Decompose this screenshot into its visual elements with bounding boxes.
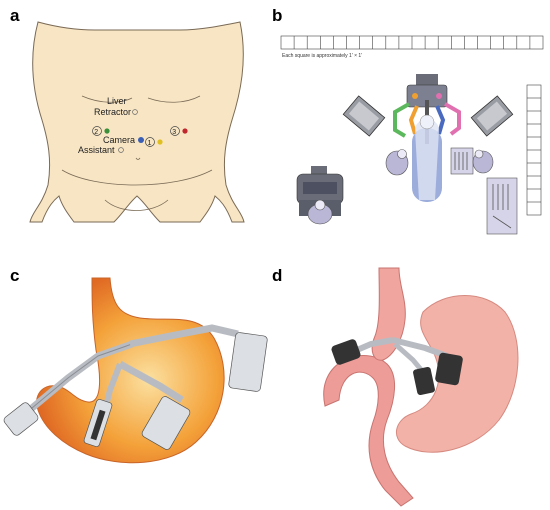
assistant-figure — [385, 149, 409, 176]
instrument-table — [450, 147, 474, 175]
left-monitor — [342, 95, 386, 137]
torso-diagram: Liver Retractor 2 Camera 1 3 Assistant — [29, 21, 245, 223]
navel — [135, 157, 141, 160]
robotic-arm-d-right — [392, 337, 463, 386]
groin-line — [104, 199, 169, 211]
robotic-arm-left — [3, 340, 134, 436]
patient-cart-robot — [393, 74, 461, 144]
chest-fold — [81, 95, 133, 103]
panel-label-a: a — [10, 6, 20, 25]
port-1-circle — [145, 137, 155, 147]
or-layout-diagram: Each square is approximately 1' × 1' — [280, 35, 544, 235]
panel-b-room-layout: Each square is approximately 1' × 1' — [275, 0, 550, 260]
right-monitor — [470, 95, 514, 137]
retractor-label: Retractor — [94, 107, 131, 117]
panel-label-d: d — [272, 266, 283, 285]
scrub-nurse-figure — [472, 149, 494, 174]
scale-caption: Each square is approximately 1' × 1' — [282, 53, 362, 59]
scale-grid-vertical — [526, 84, 542, 216]
liver-label: Liver — [107, 96, 127, 106]
camera-port-dot — [138, 137, 144, 143]
robotic-arm-bottom — [118, 360, 191, 450]
camera-label: Camera — [103, 135, 135, 145]
robotic-arm-d-left — [331, 337, 394, 365]
operating-table-with-patient — [412, 114, 442, 202]
belly-fold — [61, 169, 213, 186]
chest-fold-right — [147, 95, 201, 103]
port-3-dot — [182, 128, 188, 134]
stomach-illustration-c — [3, 277, 268, 464]
panel-d-bypass-robotic — [275, 260, 550, 510]
panel-c-stomach-robotic — [0, 260, 275, 510]
port-2-dot — [104, 128, 110, 134]
assistant-label: Assistant — [78, 145, 115, 155]
back-instrument-table — [486, 177, 518, 235]
scale-grid-horizontal — [280, 35, 544, 50]
assistant-port-dot — [118, 147, 124, 153]
surgeon-console — [296, 166, 344, 225]
port-1-number: 1 — [148, 140, 152, 147]
port-2-circle — [92, 126, 102, 136]
retractor-port-dot — [132, 109, 138, 115]
panel-label-b: b — [272, 6, 283, 25]
panel-label-c: c — [10, 266, 20, 285]
gastric-pouch — [371, 267, 406, 361]
robotic-arm-d-bottom — [393, 342, 435, 396]
robotic-arm-center — [83, 362, 123, 447]
port-1-dot — [157, 139, 163, 145]
stomach-illustration-d — [323, 267, 519, 507]
panel-a-port-placement: Liver Retractor 2 Camera 1 3 Assistant — [0, 0, 275, 260]
port-3-circle — [170, 126, 180, 136]
robotic-arm-right — [129, 324, 268, 392]
torso-body — [29, 21, 245, 223]
port-3-number: 3 — [172, 129, 176, 136]
port-2-number: 2 — [94, 129, 98, 136]
